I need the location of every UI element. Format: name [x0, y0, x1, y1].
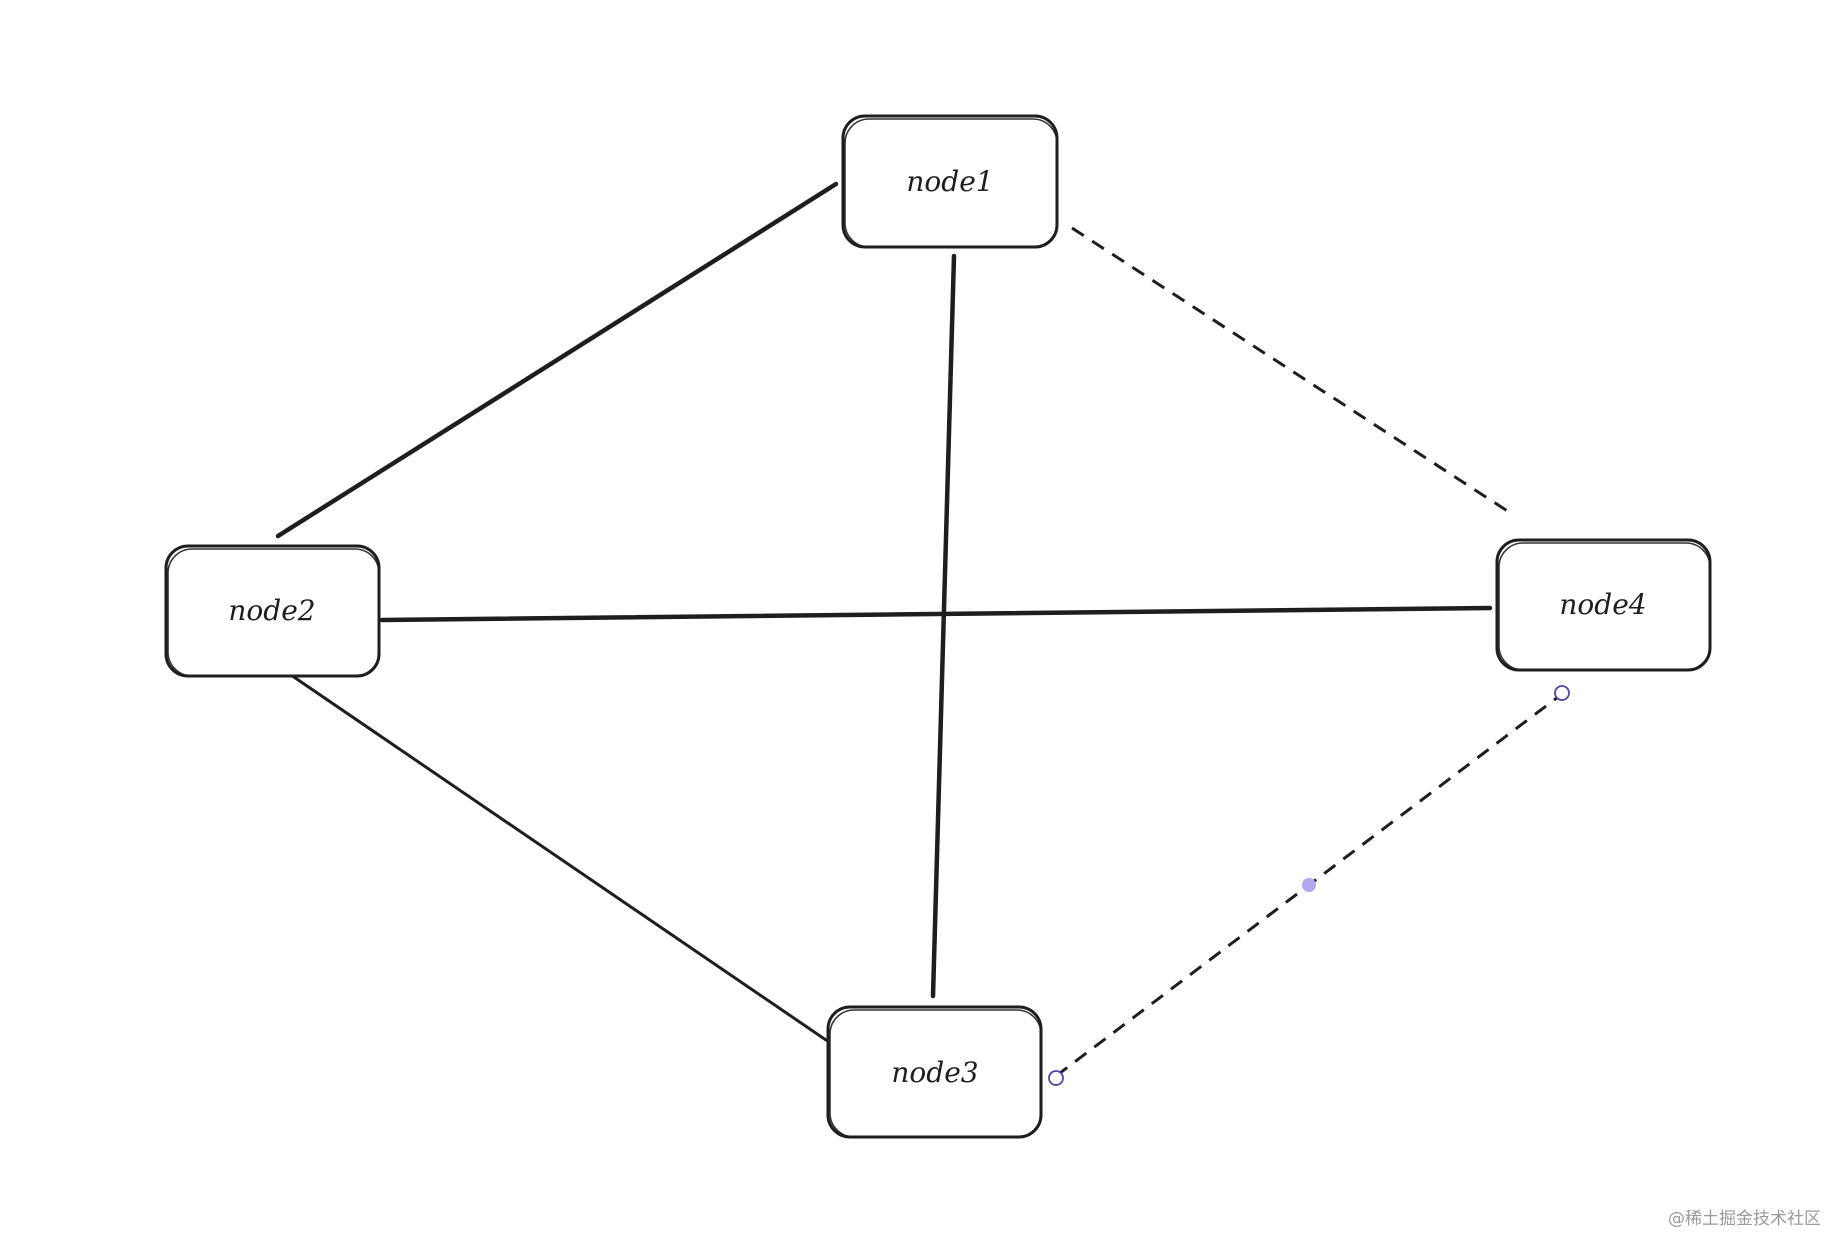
edge-selection-handles [1048, 685, 1570, 1086]
edge-end-handle[interactable] [1554, 685, 1570, 701]
edge-start-handle[interactable] [1048, 1070, 1064, 1086]
node-node3[interactable]: node3 [826, 1005, 1043, 1139]
edge-node1-node2[interactable] [275, 181, 839, 539]
edge-node1-node4[interactable] [1071, 226, 1513, 516]
edge-node2-node3[interactable] [286, 671, 828, 1042]
edge-node2-node4[interactable] [379, 605, 1493, 623]
edge-midpoint-handle[interactable] [1302, 878, 1316, 892]
node-node4[interactable]: node4 [1495, 538, 1712, 672]
node-label: node4 [1559, 588, 1646, 621]
edge-node1-node3[interactable] [930, 253, 957, 999]
edges [275, 181, 1563, 1078]
node-label: node3 [891, 1056, 978, 1089]
node-label: node2 [228, 594, 315, 627]
watermark-text: @稀土掘金技术社区 [1668, 1209, 1821, 1229]
node-node1[interactable]: node1 [841, 114, 1059, 249]
node-node2[interactable]: node2 [164, 544, 381, 678]
node-label: node1 [906, 165, 993, 198]
